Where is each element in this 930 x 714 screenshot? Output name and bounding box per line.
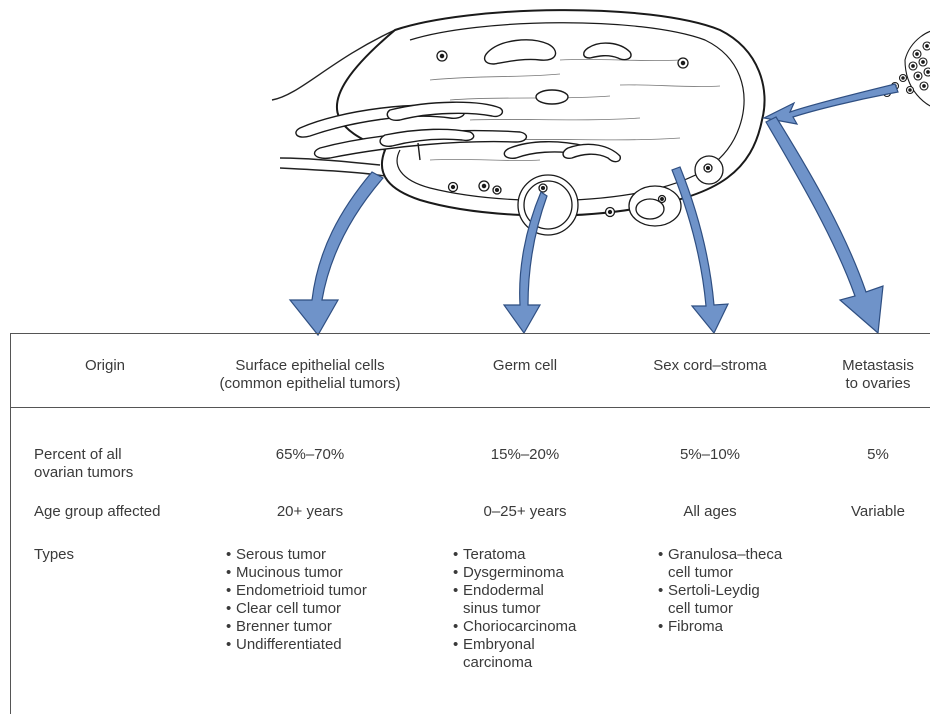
arrow-metastasis-in bbox=[764, 84, 898, 124]
header-germ-cell: Germ cell bbox=[450, 357, 600, 375]
list-item: Choriocarcinoma bbox=[453, 618, 623, 636]
age-sex-cord: All ages bbox=[610, 503, 810, 521]
age-germ-cell: 0–25+ years bbox=[450, 503, 600, 521]
list-item: Clear cell tumor bbox=[226, 600, 426, 618]
row-label-age: Age group affected bbox=[34, 503, 194, 521]
types-sex-cord-list: Granulosa–theca cell tumor Sertoli-Leydi… bbox=[658, 546, 828, 636]
types-germ-cell-list: Teratoma Dysgerminoma Endodermal sinus t… bbox=[453, 546, 623, 672]
list-item: Dysgerminoma bbox=[453, 564, 623, 582]
list-item: Sertoli-Leydig cell tumor bbox=[658, 582, 828, 618]
row-label-percent: Percent of all ovarian tumors bbox=[34, 446, 184, 482]
header-divider bbox=[10, 407, 930, 408]
percent-germ-cell: 15%–20% bbox=[450, 446, 600, 464]
header-epithelial: Surface epithelial cells (common epithel… bbox=[190, 357, 430, 393]
list-item: Undifferentiated bbox=[226, 636, 426, 654]
age-epithelial: 20+ years bbox=[190, 503, 430, 521]
list-item: Mucinous tumor bbox=[226, 564, 426, 582]
arrow-metastasis-out bbox=[766, 117, 883, 333]
header-sex-cord: Sex cord–stroma bbox=[610, 357, 810, 375]
list-item: Fibroma bbox=[658, 618, 828, 636]
types-epithelial-list: Serous tumor Mucinous tumor Endometrioid… bbox=[226, 546, 426, 654]
list-item: Endometrioid tumor bbox=[226, 582, 426, 600]
age-metastasis: Variable bbox=[826, 503, 930, 521]
list-item: Brenner tumor bbox=[226, 618, 426, 636]
list-item: Teratoma bbox=[453, 546, 623, 564]
metastatic-cell-cluster bbox=[884, 30, 930, 110]
percent-metastasis: 5% bbox=[826, 446, 930, 464]
list-item: Embryonal carcinoma bbox=[453, 636, 623, 672]
list-item: Endodermal sinus tumor bbox=[453, 582, 623, 618]
list-item: Granulosa–theca cell tumor bbox=[658, 546, 828, 582]
header-metastasis: Metastasis to ovaries bbox=[826, 357, 930, 393]
header-origin: Origin bbox=[55, 357, 155, 375]
ovary-illustration bbox=[0, 0, 930, 340]
row-label-types: Types bbox=[34, 546, 154, 564]
list-item: Serous tumor bbox=[226, 546, 426, 564]
percent-sex-cord: 5%–10% bbox=[610, 446, 810, 464]
arrow-epithelial bbox=[290, 172, 383, 335]
percent-epithelial: 65%–70% bbox=[190, 446, 430, 464]
